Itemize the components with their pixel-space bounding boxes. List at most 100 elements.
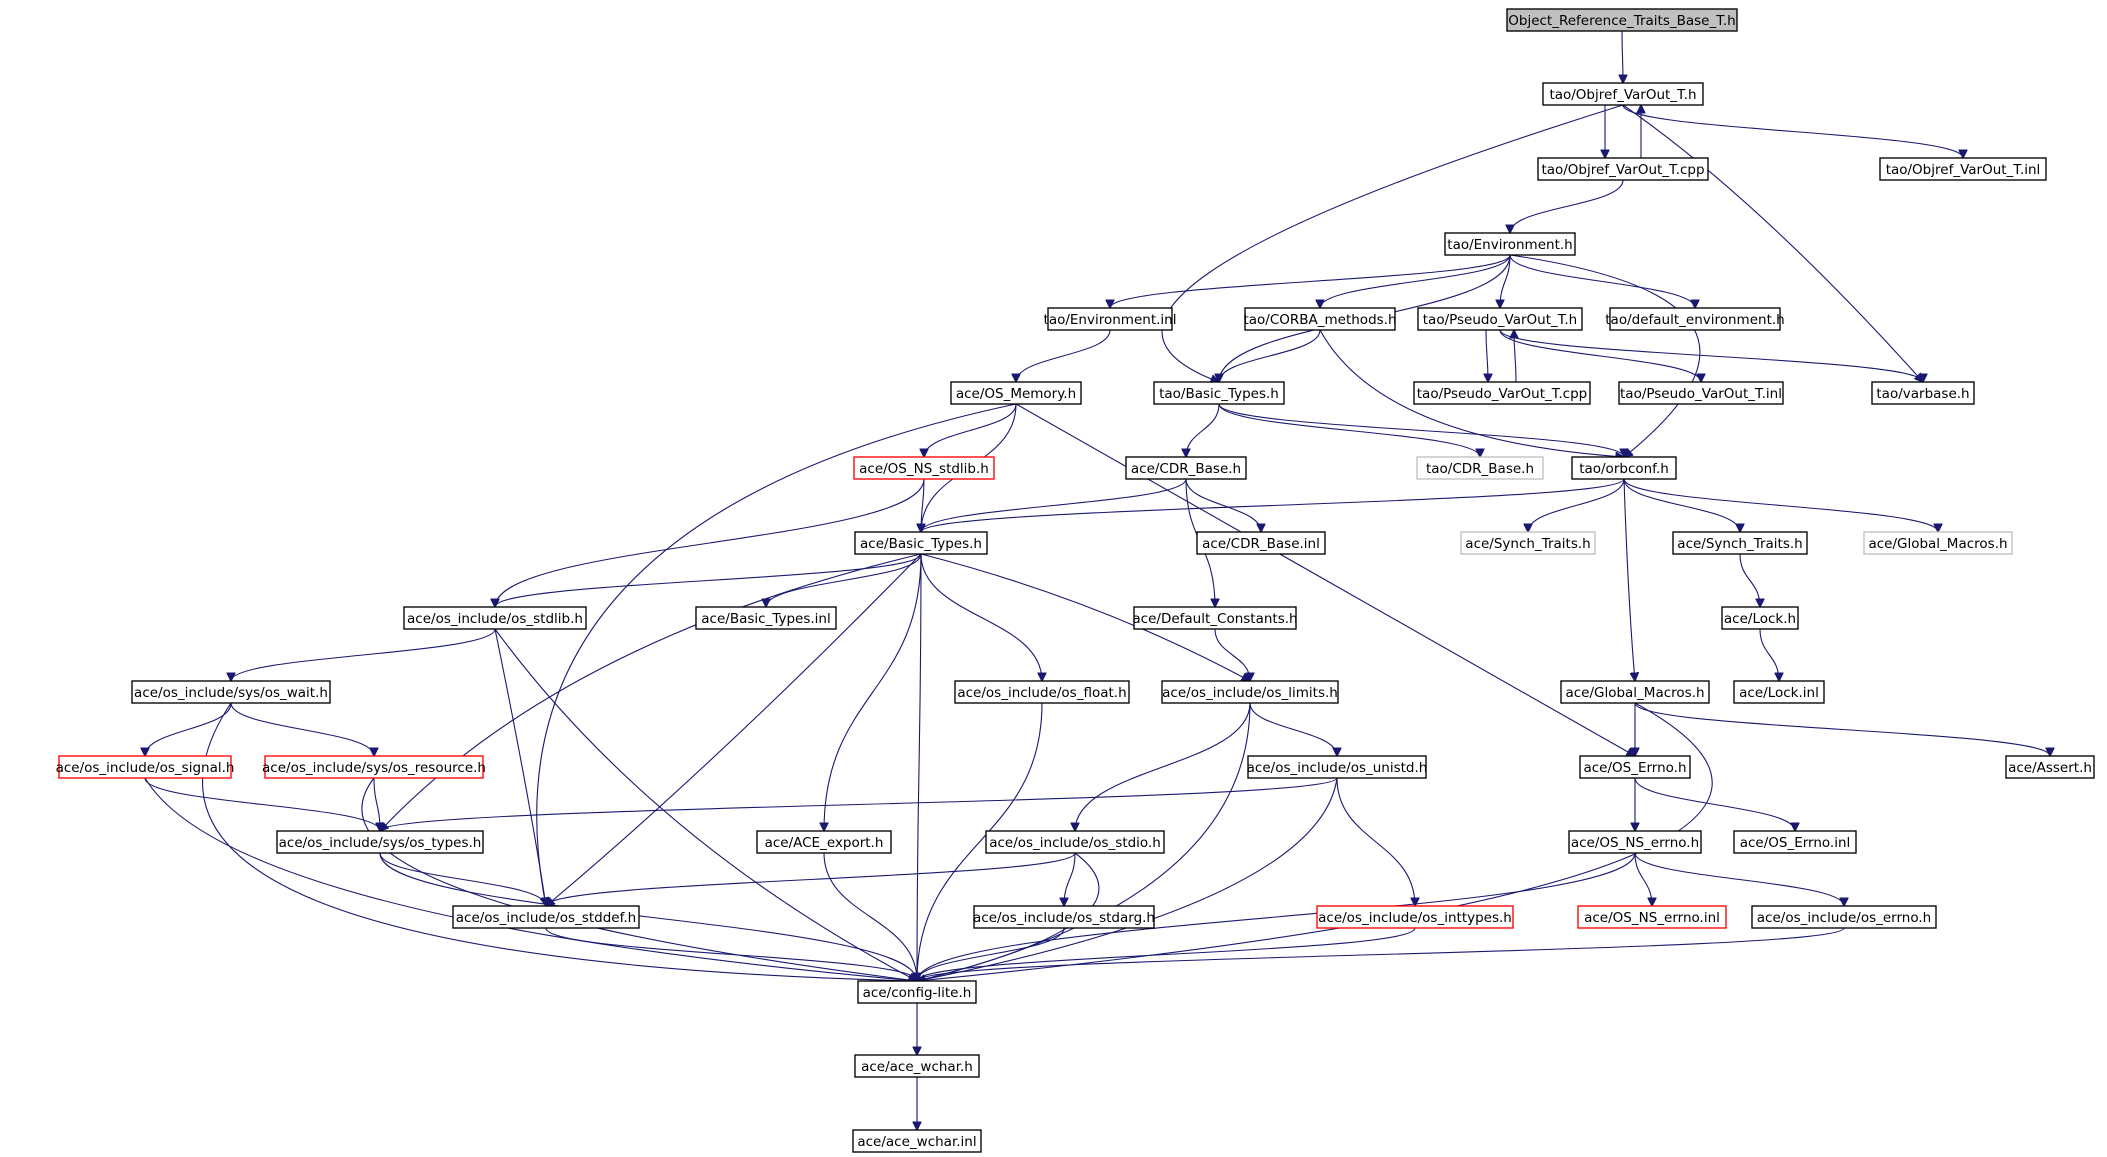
node-os-unistd[interactable]: ace/os_include/os_unistd.h [1247, 755, 1428, 779]
node-ace-wchar[interactable]: ace/ace_wchar.h [854, 1054, 980, 1078]
node-label: ace/Assert.h [2008, 760, 2092, 776]
edge-arrow [766, 553, 922, 607]
edge-arrow [495, 553, 922, 607]
edge-os-memory-to-os-errno-h [1015, 403, 1635, 756]
node-pseudo-cpp[interactable]: tao/Pseudo_VarOut_T.cpp [1413, 381, 1591, 405]
node-cdr-base[interactable]: ace/CDR_Base.h [1125, 456, 1247, 480]
node-objref-cpp[interactable]: tao/Objref_VarOut_T.cpp [1537, 157, 1709, 181]
edge-os-stdlib-to-os-wait [231, 628, 496, 681]
node-default-constants[interactable]: ace/Default_Constants.h [1132, 606, 1298, 630]
edge-arrow [1320, 254, 1511, 308]
edge-arrow [144, 777, 917, 981]
node-pseudo-inl[interactable]: tao/Pseudo_VarOut_T.inl [1618, 381, 1784, 405]
edge-ace-export-to-config-lite [823, 852, 917, 981]
node-os-errno-inl[interactable]: ace/OS_Errno.inl [1733, 830, 1857, 854]
node-os-memory[interactable]: ace/OS_Memory.h [950, 381, 1082, 405]
edge-arrow [230, 702, 374, 756]
node-os-wait[interactable]: ace/os_include/sys/os_wait.h [131, 680, 331, 704]
node-label: ace/OS_Errno.h [1583, 760, 1686, 776]
node-lock-h[interactable]: ace/Lock.h [1721, 606, 1799, 630]
node-label: ace/os_include/sys/os_resource.h [262, 760, 486, 776]
node-synch[interactable]: ace/Synch_Traits.h [1672, 531, 1808, 555]
edge-arrow [1510, 179, 1624, 233]
node-label: ace/Global_Macros.h [1868, 536, 2007, 552]
node-box [1460, 531, 1596, 555]
node-os-ns-errno-inl[interactable]: ace/OS_NS_errno.inl [1577, 905, 1727, 929]
edge-os-signal-to-os-types [144, 777, 380, 831]
node-box [1047, 307, 1173, 331]
node-label: tao/Objref_VarOut_T.cpp [1541, 162, 1704, 178]
node-label: tao/default_environment.h [1605, 312, 1784, 328]
node-os-errno-h[interactable]: ace/OS_Errno.h [1579, 755, 1691, 779]
node-os-signal[interactable]: ace/os_include/os_signal.h [56, 755, 235, 779]
node-global[interactable]: ace/Global_Macros.h [1560, 680, 1710, 704]
node-ace-export[interactable]: ace/ACE_export.h [756, 830, 892, 854]
node-box [854, 531, 988, 555]
node-synch-gray[interactable]: ace/Synch_Traits.h [1460, 531, 1596, 555]
node-tao-basic[interactable]: tao/Basic_Types.h [1153, 381, 1285, 405]
node-label: tao/Environment.h [1447, 237, 1572, 253]
node-box [1244, 307, 1396, 331]
node-cdr-base-inl[interactable]: ace/CDR_Base.inl [1196, 531, 1326, 555]
node-orbconf[interactable]: tao/orbconf.h [1571, 456, 1677, 480]
node-env-inl[interactable]: tao/Environment.inl [1044, 307, 1177, 331]
node-root[interactable]: Object_Reference_Traits_Base_T.h [1506, 8, 1738, 32]
edge-arrow [917, 852, 1636, 981]
edge-tao-basic-to-tao-cdr-base [1218, 403, 1480, 457]
node-assert[interactable]: ace/Assert.h [2005, 755, 2095, 779]
edge-arrow [824, 553, 922, 831]
node-label: ace/CDR_Base.inl [1202, 536, 1320, 552]
node-corba-methods[interactable]: tao/CORBA_methods.h [1243, 307, 1397, 331]
node-os-types[interactable]: ace/os_include/sys/os_types.h [276, 830, 484, 854]
node-config-lite[interactable]: ace/config-lite.h [857, 980, 977, 1004]
node-label: Object_Reference_Traits_Base_T.h [1508, 13, 1735, 29]
node-lock-inl[interactable]: ace/Lock.inl [1733, 680, 1825, 704]
node-box [1542, 82, 1704, 106]
edge-arrow [545, 927, 917, 981]
edge-arrow [546, 852, 1076, 906]
node-label: tao/Objref_VarOut_T.inl [1886, 162, 2041, 178]
edge-arrow [1486, 329, 1488, 382]
node-label: tao/varbase.h [1876, 386, 1969, 402]
node-label: ace/os_include/os_stddef.h [456, 910, 636, 926]
node-label: ace/os_include/os_inttypes.h [1318, 910, 1512, 926]
node-os-limits[interactable]: ace/os_include/os_limits.h [1161, 680, 1339, 704]
node-os-resource[interactable]: ace/os_include/sys/os_resource.h [262, 755, 486, 779]
edge-ace-basic-to-os-float [920, 553, 1042, 681]
node-tao-cdr-base[interactable]: tao/CDR_Base.h [1416, 456, 1544, 480]
node-os-stdarg[interactable]: ace/os_include/os_stdarg.h [973, 905, 1155, 929]
edge-os-ns-stdlib-to-os-stdlib [495, 478, 925, 607]
node-ace-basic[interactable]: ace/Basic_Types.h [854, 531, 988, 555]
edge-arrow [1186, 403, 1220, 457]
edge-os-ns-errno-h-to-os-ns-errno-inl [1634, 852, 1652, 906]
edge-arrow [1514, 330, 1516, 383]
node-pseudo-h[interactable]: tao/Pseudo_VarOut_T.h [1417, 307, 1583, 331]
node-box [1571, 456, 1677, 480]
edge-arrow [379, 852, 546, 906]
node-varbase[interactable]: tao/varbase.h [1871, 381, 1975, 405]
node-os-stddef[interactable]: ace/os_include/os_stddef.h [452, 905, 640, 929]
edge-arrow [920, 553, 1250, 681]
node-box [1537, 157, 1709, 181]
node-default-env[interactable]: tao/default_environment.h [1605, 307, 1785, 331]
edge-os-ns-errno-h-to-os-include-errno [1634, 852, 1844, 906]
edge-os-include-errno-to-config-lite [917, 927, 1845, 981]
edge-arrow [1219, 329, 1321, 382]
node-os-float[interactable]: ace/os_include/os_float.h [954, 680, 1130, 704]
node-global-gray[interactable]: ace/Global_Macros.h [1863, 531, 2013, 555]
node-ace-wchar-inl[interactable]: ace/ace_wchar.inl [852, 1129, 982, 1153]
node-label: ace/Default_Constants.h [1132, 611, 1297, 627]
node-os-stdlib[interactable]: ace/os_include/os_stdlib.h [403, 606, 587, 630]
node-os-include-errno[interactable]: ace/os_include/os_errno.h [1751, 905, 1937, 929]
node-os-stdio[interactable]: ace/os_include/os_stdio.h [985, 830, 1165, 854]
edge-os-float-to-config-lite [917, 702, 1043, 981]
node-basic-inl[interactable]: ace/Basic_Types.inl [695, 606, 837, 630]
edge-arrow [1634, 702, 2050, 756]
edge-os-unistd-to-os-inttypes [1336, 777, 1415, 906]
node-os-inttypes[interactable]: ace/os_include/os_inttypes.h [1316, 905, 1514, 929]
node-os-ns-errno-h[interactable]: ace/OS_NS_errno.h [1568, 830, 1702, 854]
node-objref-inl[interactable]: tao/Objref_VarOut_T.inl [1879, 157, 2047, 181]
node-env-h[interactable]: tao/Environment.h [1444, 232, 1576, 256]
node-os-ns-stdlib[interactable]: ace/OS_NS_stdlib.h [853, 456, 995, 480]
node-objref-h[interactable]: tao/Objref_VarOut_T.h [1542, 82, 1704, 106]
